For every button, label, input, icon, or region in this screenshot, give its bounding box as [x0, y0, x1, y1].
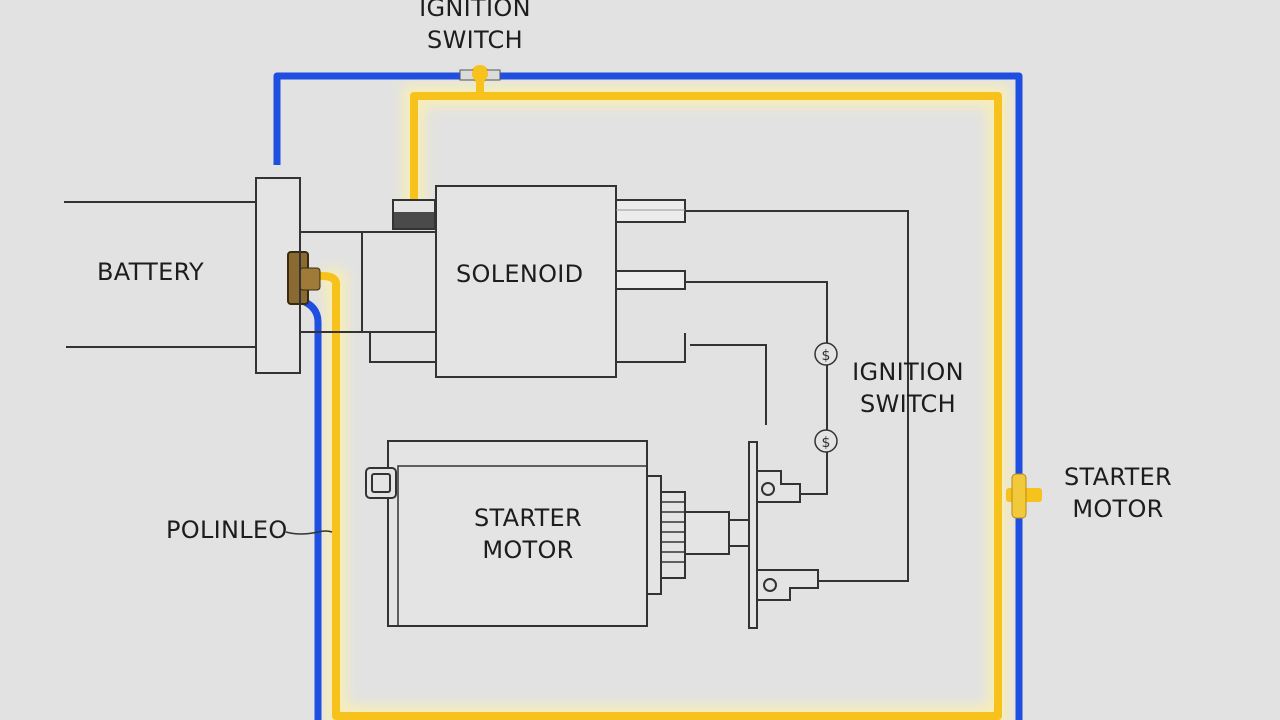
blue-wire-left	[298, 296, 322, 720]
link-box-mid	[361, 231, 437, 333]
ignition-switch-right-label: IGNITION SWITCH	[838, 356, 978, 420]
starter-line1: STARTER	[474, 504, 582, 532]
solenoid-top-terminal-fill	[394, 212, 434, 228]
wire-s1	[685, 210, 909, 582]
pinion-housing	[646, 475, 662, 595]
polinleo-label: POLINLEO	[166, 516, 288, 544]
terminal-bottom	[756, 569, 819, 601]
solenoid-terminal-1	[615, 199, 686, 223]
starter-connector-inner	[371, 473, 391, 493]
switch-glyph-lower-sign: $	[822, 435, 831, 451]
shaft-end	[728, 519, 750, 547]
terminal-plate	[748, 441, 758, 629]
ignition-top-line1: IGNITION	[419, 0, 531, 22]
link-lower	[369, 332, 436, 363]
starter-line2: MOTOR	[482, 536, 574, 564]
blue-wire	[273, 72, 1023, 720]
switch-glyph-upper-sign: $	[822, 348, 831, 364]
ignition-top-line2: SWITCH	[427, 26, 523, 54]
polinleo-leader	[285, 530, 333, 535]
battery-terminal-cap	[299, 267, 321, 291]
starter-connector	[365, 467, 397, 499]
solenoid-block	[435, 185, 617, 378]
top-switch-node-2	[472, 66, 488, 82]
right-connector-body	[1011, 473, 1027, 519]
terminal-bottom-hole	[763, 578, 777, 592]
solenoid-label: SOLENOID	[456, 260, 584, 288]
solenoid-terminal-3	[616, 333, 686, 363]
switch-glyph-upper	[814, 342, 838, 366]
starter-right-line1: STARTER	[1064, 463, 1172, 491]
ignition-right-line2: SWITCH	[860, 390, 956, 418]
ignition-switch-top-label: IGNITION SWITCH	[400, 0, 550, 56]
pinion-shaft	[684, 511, 730, 555]
solenoid-terminal-2	[615, 270, 686, 290]
wire-s2	[685, 281, 828, 495]
wire-s3	[690, 344, 767, 425]
pinion-gear	[660, 491, 686, 579]
ignition-right-line1: IGNITION	[852, 358, 964, 386]
battery-label: BATTERY	[97, 258, 204, 286]
starter-motor-label: STARTER MOTOR	[448, 502, 608, 566]
starter-right-line2: MOTOR	[1072, 495, 1164, 523]
terminal-top-hole	[761, 482, 775, 496]
starter-motor-body	[387, 440, 648, 627]
starter-motor-right-label: STARTER MOTOR	[1048, 461, 1188, 525]
yellow-wire	[318, 92, 1002, 720]
switch-glyph-lower	[814, 429, 838, 453]
pinion-teeth	[661, 501, 685, 563]
